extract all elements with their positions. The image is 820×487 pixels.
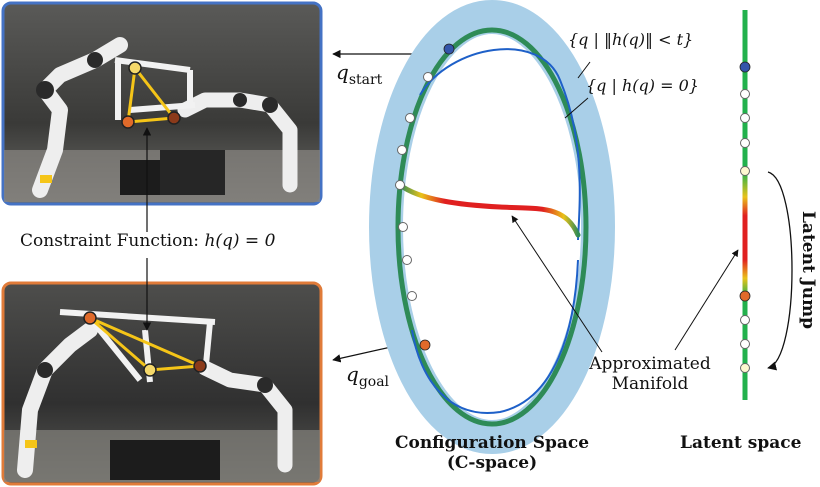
table-box <box>110 440 220 480</box>
latent-space <box>739 10 793 400</box>
latent-sample-point <box>740 113 750 123</box>
latent-goal-point <box>739 290 751 302</box>
constraint-links <box>89 316 201 372</box>
cspace-caption: Configuration Space (C-space) <box>362 433 622 473</box>
cspace-caption-line2: (C-space) <box>446 453 538 473</box>
q-start-label: qstart <box>336 60 383 88</box>
latent-jump-label: Latent Jump <box>798 210 818 330</box>
band-set-label: {q | ‖h(q)‖ < t} <box>568 30 694 49</box>
configuration-space <box>369 0 739 454</box>
true-manifold-curve <box>395 27 589 427</box>
q-goal-point <box>419 339 431 351</box>
latent-sample-point <box>740 89 750 99</box>
latent-sample-point <box>740 138 750 148</box>
approx-manifold-lower <box>411 259 579 415</box>
manifold-label-leader <box>564 97 589 119</box>
approx-manifold-label: Approximated Manifold <box>575 354 725 394</box>
latent-space-caption: Latent space <box>680 433 802 453</box>
table-box <box>160 150 225 195</box>
latent-sample-point <box>740 166 750 176</box>
chair-object <box>59 309 216 383</box>
yellow-tape <box>40 175 52 183</box>
latent-sample-point <box>740 315 750 325</box>
constraint-links <box>126 64 177 124</box>
sample-point <box>402 255 412 265</box>
latent-jump-segment <box>742 172 748 297</box>
manifold-set-label: {q | h(q) = 0} <box>586 76 699 95</box>
robot-joint <box>37 362 53 378</box>
orange-joint-marker <box>83 311 97 325</box>
brown-joint-marker <box>167 111 181 125</box>
sample-point <box>397 145 407 155</box>
chair-object <box>114 57 196 120</box>
sample-point <box>398 222 408 232</box>
q-start-point <box>443 43 455 55</box>
constraint-function-label: Constraint Function: h(q) = 0 <box>20 231 276 251</box>
start-configuration-photo <box>1 1 323 206</box>
approx-manifold-upper <box>419 48 581 241</box>
latent-start-point <box>739 61 751 73</box>
approx-label-line2: Manifold <box>611 374 689 394</box>
sample-point <box>405 113 415 123</box>
sample-point <box>423 72 433 82</box>
approx-arrow-latent <box>674 249 739 351</box>
latent-sample-point <box>740 339 750 349</box>
yellow-joint-marker <box>128 61 142 75</box>
yellow-joint-marker <box>143 363 157 377</box>
approx-label-line1: Approximated <box>589 354 711 374</box>
robot-joint <box>262 97 278 113</box>
approx-arrow-cspace <box>511 215 603 353</box>
orange-joint-marker <box>121 115 135 129</box>
robot-joint <box>257 377 273 393</box>
q-goal-label: qgoal <box>346 362 390 390</box>
constraint-tolerance-band <box>369 0 615 454</box>
sample-point <box>395 180 405 190</box>
latent-sample-point <box>740 363 750 373</box>
goal-configuration-photo <box>1 281 323 486</box>
yellow-tape <box>25 440 37 448</box>
cspace-caption-line1: Configuration Space <box>394 433 590 453</box>
latent-jump-path <box>397 182 581 238</box>
brown-joint-marker <box>193 359 207 373</box>
band-label-leader <box>577 61 591 79</box>
robot-joint <box>36 81 54 99</box>
robot-joint <box>87 52 103 68</box>
right-robot-arm <box>177 92 298 193</box>
robot-joint <box>233 93 247 107</box>
sample-point <box>407 291 417 301</box>
latent-jump-arrow <box>767 171 793 371</box>
